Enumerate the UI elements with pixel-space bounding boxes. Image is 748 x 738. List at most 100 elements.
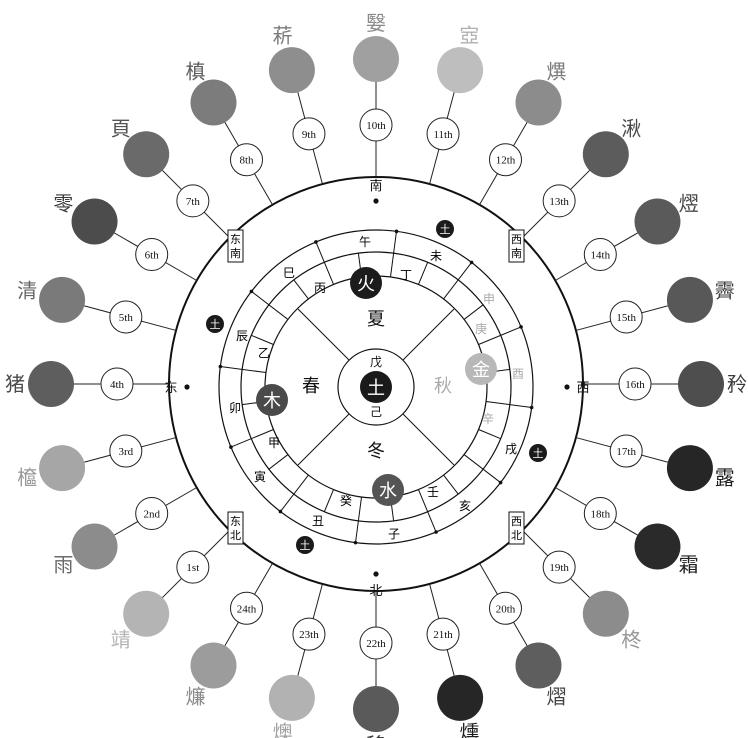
term-number-circle	[109, 300, 143, 334]
ring-label-chen: 辰	[236, 329, 248, 343]
term-char: 熠	[547, 685, 567, 709]
term-disc	[582, 131, 629, 178]
term-number: 10th	[366, 120, 386, 132]
ring-tick	[323, 489, 334, 512]
term-number: 15th	[616, 312, 636, 324]
ring-label-you: 酉	[512, 367, 524, 381]
northeast-label-box: 东 北	[227, 511, 244, 545]
northwest-bottom: 北	[511, 529, 522, 542]
earth-badge-se-char: 土	[210, 318, 221, 331]
term-disc	[39, 445, 86, 492]
term-number: 1st	[186, 562, 199, 574]
ring-tick-dot	[469, 260, 474, 265]
ring-label-yin: 寅	[254, 469, 266, 484]
term-number-circle	[230, 143, 263, 177]
north-label: 北	[369, 584, 382, 599]
term-char: 湫	[621, 117, 641, 141]
term-char: 菥	[273, 23, 293, 47]
ring-label-xin: 辛	[482, 412, 494, 426]
term-char: 燠	[273, 721, 293, 738]
term-number-circle	[489, 143, 522, 177]
divider-se	[402, 413, 455, 466]
element-metal-badge	[465, 353, 497, 385]
term-disc	[190, 642, 237, 689]
earth-badge-ne	[296, 536, 314, 554]
season-winter: 冬	[367, 441, 385, 462]
solar-term-1: 1st 靖	[111, 530, 230, 651]
element-wood-badge	[256, 384, 288, 416]
term-disc	[666, 276, 713, 323]
term-disc	[353, 36, 399, 82]
term-number: 6th	[145, 250, 160, 262]
term-char: 熼	[547, 59, 567, 83]
ring-label-ding: 丁	[400, 268, 412, 282]
term-number-circle	[100, 367, 134, 401]
term-number-circle	[583, 497, 617, 530]
term-disc	[123, 131, 170, 178]
ring-tick	[280, 474, 309, 512]
divider-ne	[402, 308, 455, 361]
earth-badge-ne-char: 土	[300, 539, 311, 552]
solar-term-4: 4th 猪	[5, 361, 169, 407]
ring-middle	[240, 251, 512, 523]
center-top-char: 戊	[370, 355, 382, 369]
term-number: 17th	[616, 446, 636, 458]
southeast-label-box: 东南 东 南	[227, 229, 244, 263]
ring-label-jia: 甲	[268, 436, 280, 450]
ring-tick	[268, 454, 289, 470]
term-number-circle	[176, 184, 210, 218]
ring-labels: 午 未 丁 丙 巳 辰 乙 卯 甲 寅 丑 癸 子 壬 亥 戌 辛 酉 庚 申	[229, 235, 524, 541]
ring-tick-dot	[434, 530, 438, 534]
term-disc	[353, 686, 399, 732]
term-number-circle	[542, 550, 576, 584]
solar-term-22: 22th移	[353, 591, 399, 738]
ring-tick-dot	[498, 480, 503, 485]
term-char: 霜	[679, 553, 699, 577]
term-char: 㝞	[459, 23, 479, 47]
divider-sw	[297, 413, 350, 466]
earth-badge-nw	[529, 444, 547, 462]
term-disc	[678, 361, 724, 407]
earth-badge-sw	[436, 220, 454, 238]
ring-tick	[443, 262, 472, 300]
term-char: 霽	[715, 279, 735, 303]
term-disc	[634, 198, 681, 245]
ring-label-zi: 子	[388, 527, 400, 541]
term-disc	[71, 198, 118, 245]
term-number: 3rd	[118, 446, 133, 458]
term-char: 靖	[111, 627, 131, 651]
term-char: 雨	[53, 553, 73, 577]
ring-label-mao: 卯	[229, 401, 241, 415]
season-spring: 春	[302, 376, 320, 397]
term-disc	[190, 79, 237, 126]
term-number-circle	[426, 117, 460, 151]
season-summer: 夏	[367, 309, 385, 330]
ring-tick	[463, 304, 484, 320]
term-number-circle	[230, 591, 263, 625]
term-char: 頁	[111, 117, 131, 141]
ring-tick	[251, 291, 289, 320]
term-number: 4th	[110, 379, 125, 391]
ring-label-geng: 庚	[475, 321, 487, 336]
term-number: 14th	[591, 250, 611, 262]
ring-tick-dot	[278, 509, 283, 514]
divider-nw	[297, 308, 350, 361]
ring-tick	[315, 241, 334, 285]
ring-tick	[463, 454, 501, 483]
earth-badge-nw-char: 土	[533, 447, 544, 460]
element-fire-char: 火	[357, 274, 375, 295]
term-char: 燻	[459, 721, 479, 738]
element-wood-char: 木	[263, 391, 281, 412]
term-number-circle	[135, 497, 169, 530]
term-number: 16th	[625, 379, 645, 391]
center-earth-char: 土	[367, 378, 385, 399]
term-char: 猪	[5, 372, 25, 396]
